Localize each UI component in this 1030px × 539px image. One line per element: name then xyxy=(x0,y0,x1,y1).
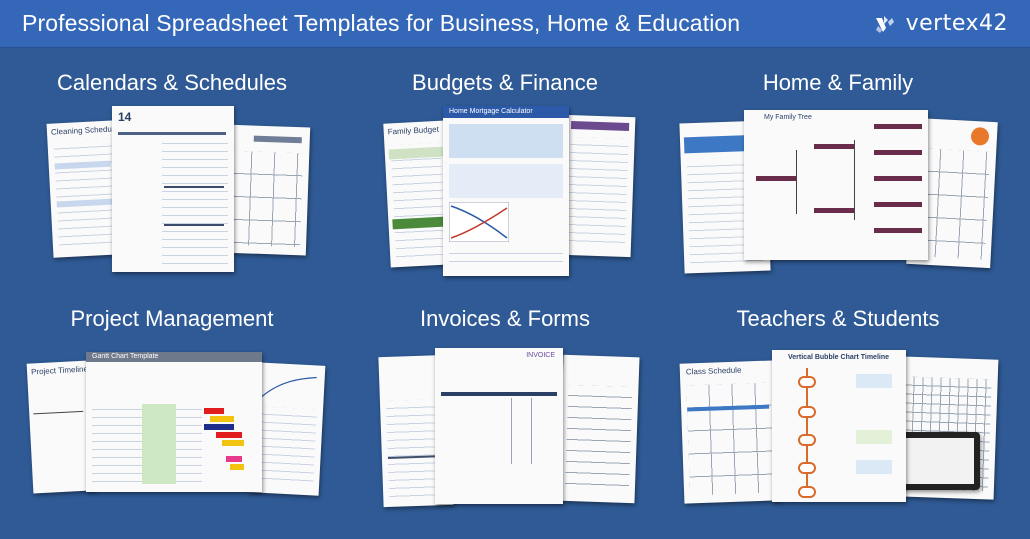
category-title: Calendars & Schedules xyxy=(57,70,287,95)
thumbnail-gantt-chart: Gantt Chart Template xyxy=(86,352,262,492)
category-title: Invoices & Forms xyxy=(420,306,590,331)
thumb-label: Project Timeline xyxy=(30,364,89,377)
category-project-management[interactable]: Project Management Project Timeline Gant… xyxy=(22,306,326,536)
thumb-label: Home Mortgage Calculator xyxy=(449,108,533,115)
thumb-label: Vertical Bubble Chart Timeline xyxy=(788,354,890,361)
category-home-family[interactable]: Home & Family My Family Tree xyxy=(679,70,998,300)
thumbnail-application-form xyxy=(558,354,640,504)
category-title: Project Management xyxy=(70,306,274,331)
thumbnail-daily-planner: 14 xyxy=(112,106,234,272)
thumb-label: 14 xyxy=(118,110,132,124)
thumb-label: Gantt Chart Template xyxy=(92,353,159,360)
thumbnail-class-schedule: Class Schedule xyxy=(679,360,781,504)
top-banner: Professional Spreadsheet Templates for B… xyxy=(0,0,1030,48)
category-title: Home & Family xyxy=(762,70,914,95)
thumbnail-tablet-device xyxy=(900,432,980,490)
thumbnail-family-tree: My Family Tree xyxy=(744,110,928,260)
thumbnail-burndown-chart xyxy=(248,362,326,496)
thumbnail-invoice: INVOICE xyxy=(435,348,563,504)
thumb-label: Cleaning Schedule xyxy=(50,124,119,137)
mortgage-chart xyxy=(449,202,509,242)
vertex42-logo-icon xyxy=(875,15,894,33)
category-title: Budgets & Finance xyxy=(412,70,598,95)
category-title: Teachers & Students xyxy=(736,306,940,331)
category-budgets-finance[interactable]: Budgets & Finance Family Budget Home Mor… xyxy=(355,70,655,300)
logo-text: vertex42 xyxy=(905,11,1008,36)
category-teachers-students[interactable]: Teachers & Students Class Schedule Verti… xyxy=(679,306,999,536)
thumbnail-invoice-purple xyxy=(560,114,636,258)
thumbnail-mortgage-calculator: Home Mortgage Calculator xyxy=(443,106,569,276)
thumb-label: INVOICE xyxy=(526,352,555,359)
thumbnail-bubble-timeline: Vertical Bubble Chart Timeline xyxy=(772,350,906,502)
thumb-label: Class Schedule xyxy=(685,365,742,377)
thumb-label: Family Budget xyxy=(387,124,440,137)
vertex42-logo[interactable]: vertex42 xyxy=(874,11,1008,36)
category-calendars-schedules[interactable]: Calendars & Schedules Cleaning Schedule … xyxy=(22,70,322,300)
burndown-curve xyxy=(259,376,317,399)
banner-title: Professional Spreadsheet Templates for B… xyxy=(22,10,741,36)
thumb-label: My Family Tree xyxy=(764,114,812,121)
category-invoices-forms[interactable]: Invoices & Forms INVOICE xyxy=(355,306,655,536)
